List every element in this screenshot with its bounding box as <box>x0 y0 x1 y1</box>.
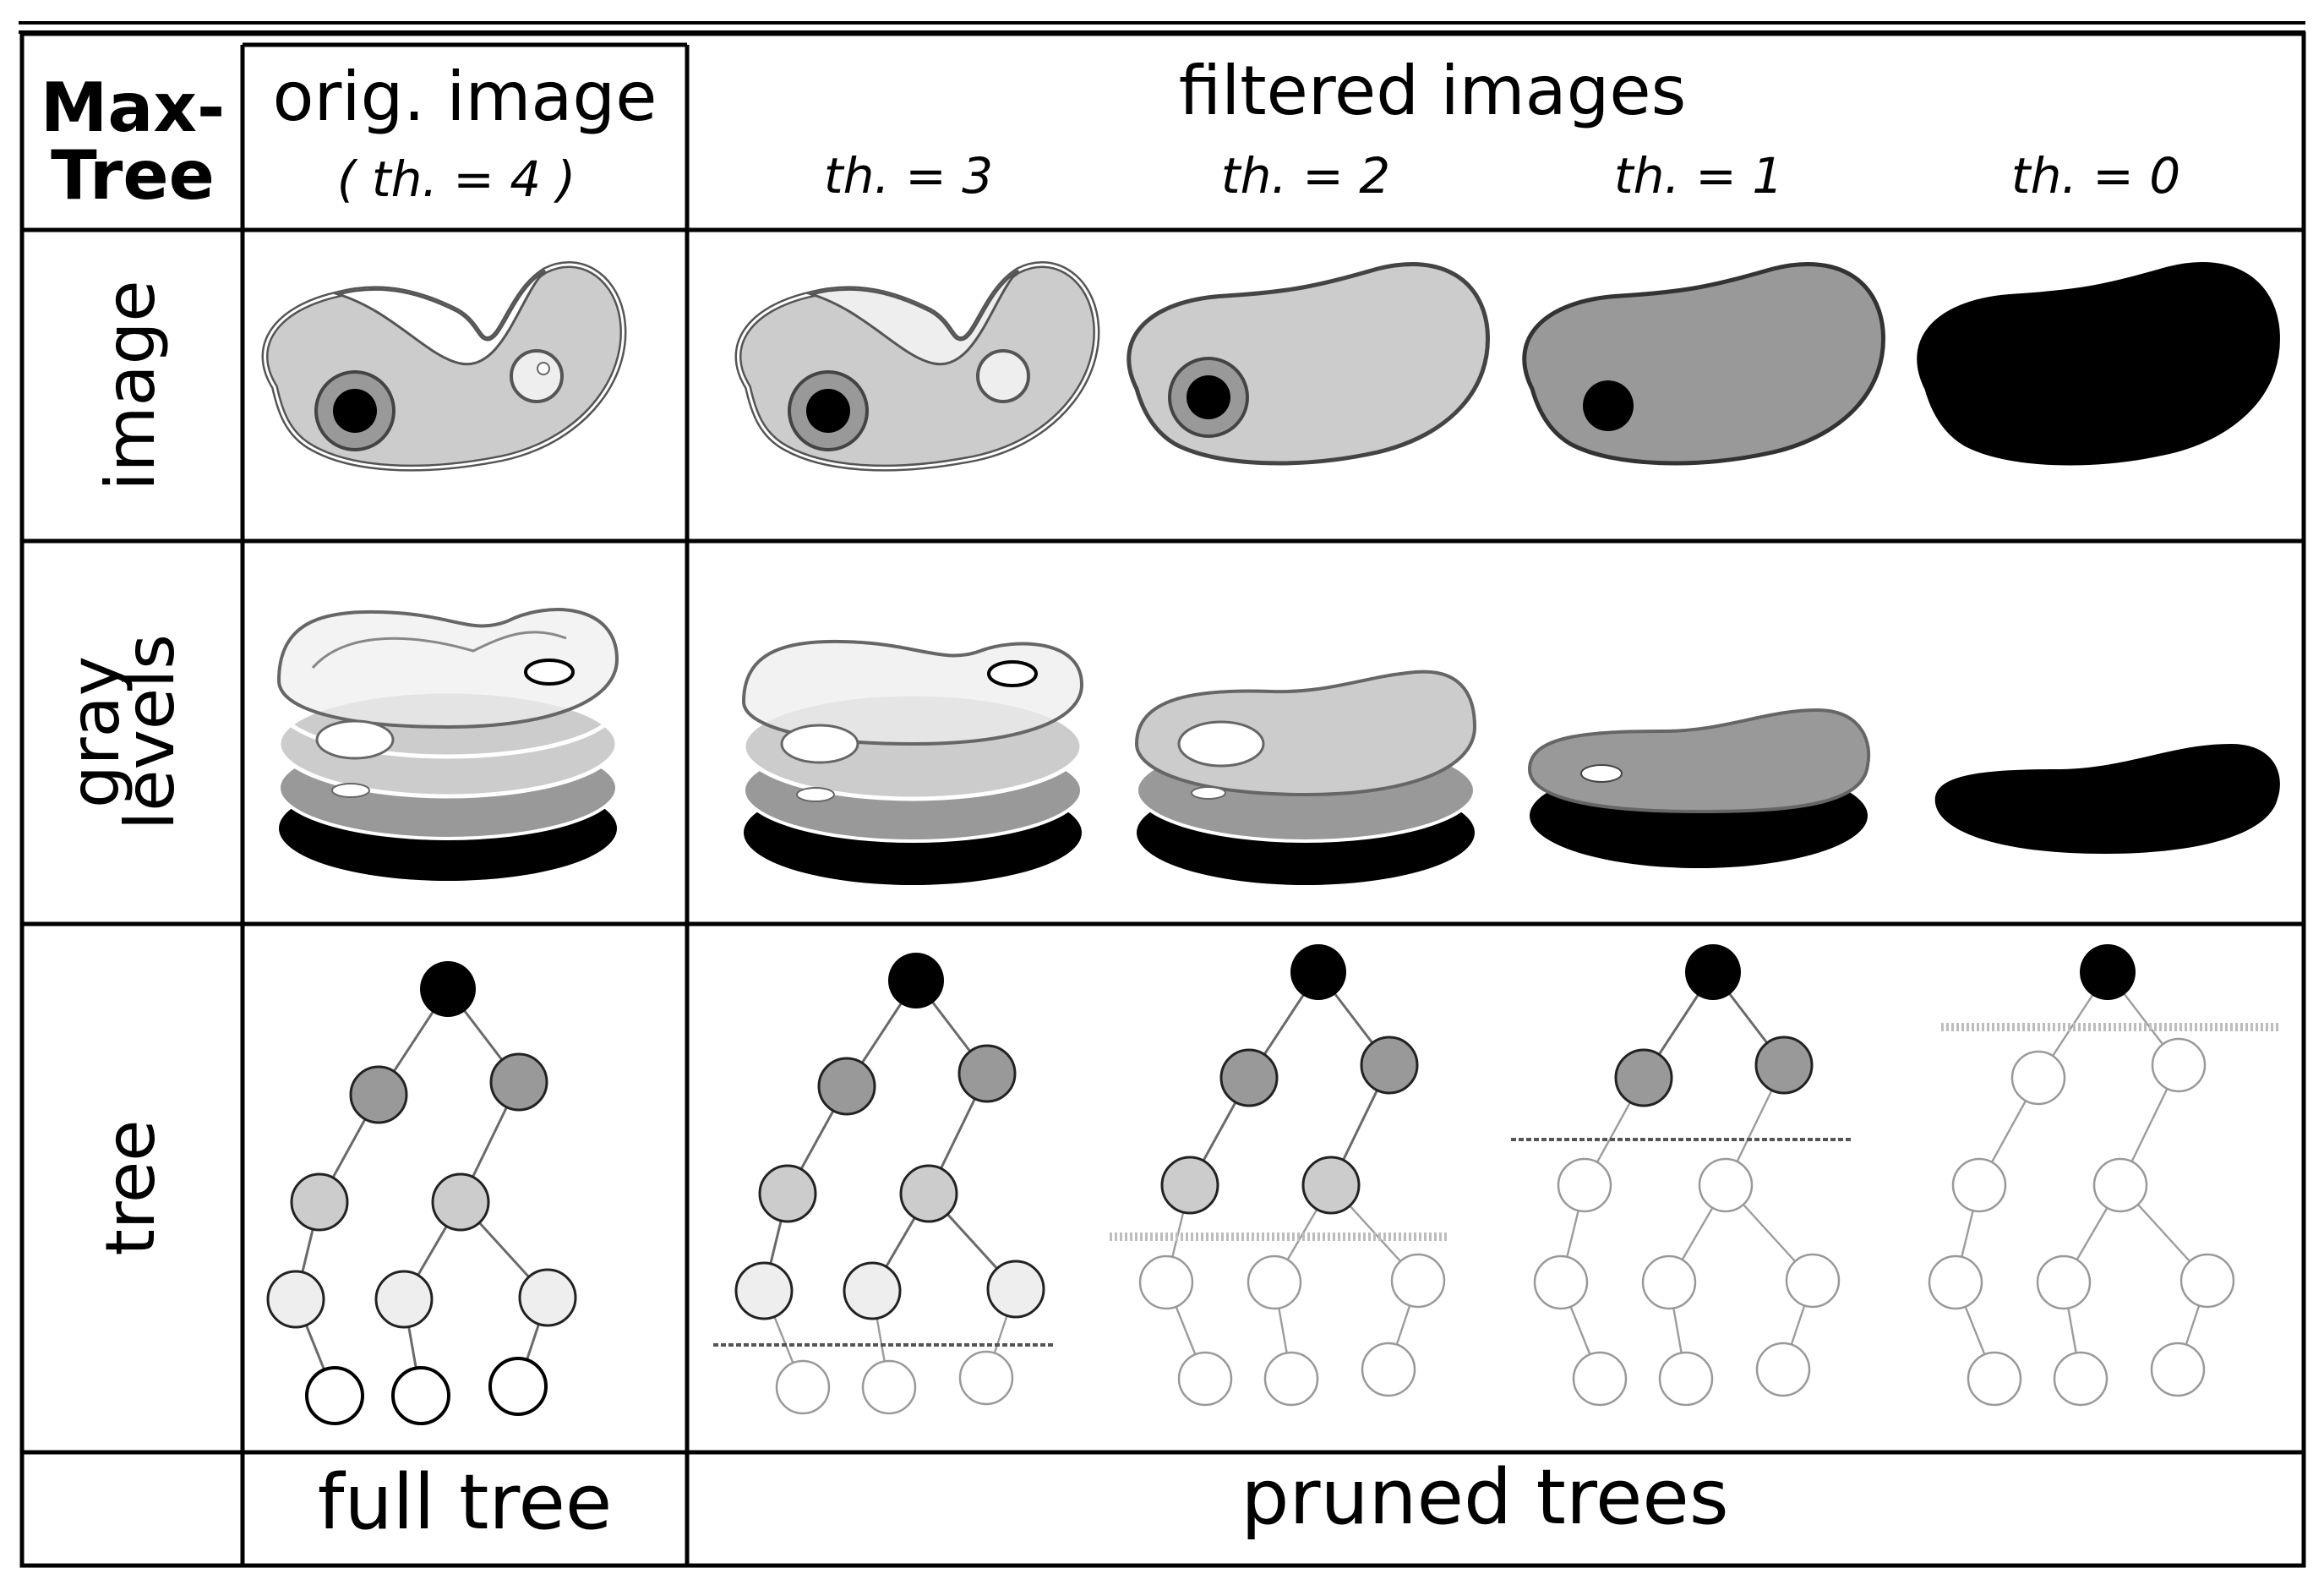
threshold-label-2: th. = 2 <box>1221 147 1390 205</box>
tree-node-l4 <box>305 1366 364 1425</box>
image-th1 <box>1525 265 1884 463</box>
tree-node-l3 <box>518 1268 577 1327</box>
stack-th1 <box>1527 708 1871 868</box>
tree-node-l1 <box>1360 1036 1419 1095</box>
pruned-node <box>958 1350 1014 1406</box>
tree-th0 <box>1928 944 2279 1407</box>
tree-node-l2 <box>1160 1156 1219 1215</box>
tree-node-l3 <box>266 1270 325 1329</box>
pruned-node <box>2179 1253 2235 1309</box>
table-frame <box>19 21 2306 1568</box>
pruned-node <box>2150 1342 2206 1397</box>
pruned-node <box>1533 1254 1589 1310</box>
image-th0 <box>1919 265 2278 463</box>
tree-node-l2 <box>758 1164 817 1223</box>
tree-node-l1 <box>957 1044 1017 1103</box>
pruned-node <box>2151 1037 2207 1093</box>
image-th3 <box>739 265 1097 468</box>
pruned-node <box>1755 1342 1811 1397</box>
threshold-label-0: th. = 0 <box>2011 147 2180 205</box>
footer-full-tree: full tree <box>318 1458 612 1547</box>
pruned-node <box>1572 1351 1628 1407</box>
row-label-tree: tree <box>91 1120 170 1256</box>
pruned-node <box>1263 1351 1319 1407</box>
gray-levels-row <box>276 608 2280 885</box>
pruned-node <box>1557 1157 1612 1213</box>
pruned-node <box>2010 1050 2066 1106</box>
tree-node-l1 <box>349 1065 408 1124</box>
tree-node-l1 <box>817 1057 876 1116</box>
tree-th1 <box>1511 944 1851 1407</box>
tree-th3 <box>713 953 1054 1415</box>
row-label-levels: levels <box>111 634 189 830</box>
tree-node-l3 <box>734 1261 794 1320</box>
tree-row <box>266 944 2279 1425</box>
pruned-node <box>1247 1254 1302 1310</box>
pruned-node <box>1177 1351 1233 1407</box>
tree-th2 <box>1110 944 1448 1407</box>
pruned-node <box>861 1359 917 1415</box>
pruned-node <box>775 1359 831 1415</box>
tree-node-l3 <box>986 1260 1045 1319</box>
header: Max- Tree orig. image ( th. = 4 ) filter… <box>41 52 2180 215</box>
tree-original <box>266 961 577 1425</box>
tree-node-l2 <box>431 1172 490 1232</box>
image-row <box>265 265 2278 468</box>
footer-pruned-trees: pruned trees <box>1241 1453 1728 1542</box>
image-th2 <box>1129 265 1488 463</box>
corner-label-max: Max- <box>41 68 225 147</box>
tree-node-l2 <box>1301 1156 1361 1215</box>
tree-node-l1 <box>1614 1048 1673 1107</box>
stack-th0 <box>1934 744 2280 854</box>
tree-node-root <box>888 953 944 1008</box>
tree-node-l2 <box>899 1164 958 1223</box>
table-outline <box>19 31 2306 1568</box>
tree-node-root <box>2080 944 2136 1000</box>
image-original <box>265 265 624 468</box>
pruned-node <box>1361 1342 1416 1397</box>
tree-edges <box>1188 971 1391 1186</box>
threshold-label-3: th. = 3 <box>824 147 993 205</box>
stack-th2 <box>1134 670 1477 885</box>
filtered-images-title: filtered images <box>1179 52 1687 130</box>
row-labels: image gray levels tree <box>56 280 189 1255</box>
tree-node-l1 <box>1754 1036 1814 1095</box>
pruned-node <box>2092 1157 2148 1213</box>
orig-image-title: orig. image <box>273 57 657 136</box>
orig-threshold-label: ( th. = 4 ) <box>337 150 576 208</box>
tree-node-root <box>1685 944 1741 1000</box>
pruned-node <box>1951 1157 2007 1213</box>
tree-node-l4 <box>391 1366 450 1425</box>
pruned-node <box>1928 1254 1983 1310</box>
stack-original <box>276 608 619 881</box>
corner-label-tree: Tree <box>51 136 215 215</box>
pruned-node <box>1967 1351 2022 1407</box>
pruned-node <box>2053 1351 2109 1407</box>
pruned-node <box>1698 1157 1754 1213</box>
pruned-node <box>1138 1254 1194 1310</box>
tree-node-l1 <box>489 1052 548 1112</box>
tree-node-root <box>420 961 476 1017</box>
tree-node-root <box>1290 944 1346 1000</box>
footer: full tree pruned trees <box>318 1453 1729 1547</box>
row-label-gray: gray <box>56 656 134 808</box>
stack-th3 <box>741 639 1084 885</box>
tree-node-l3 <box>843 1261 902 1320</box>
tree-node-l1 <box>1219 1048 1279 1107</box>
tree-node-l3 <box>374 1270 434 1329</box>
threshold-label-1: th. = 1 <box>1614 147 1783 205</box>
tree-node-l4 <box>488 1357 548 1416</box>
pruned-node <box>2036 1254 2092 1310</box>
row-label-image: image <box>91 280 170 490</box>
pruned-edges <box>1559 1064 1814 1380</box>
pruned-node <box>1785 1253 1841 1309</box>
tree-edges <box>762 980 1017 1292</box>
pruned-node <box>1641 1254 1697 1310</box>
tree-node-l2 <box>290 1172 349 1232</box>
pruned-node <box>1658 1351 1714 1407</box>
pruned-node <box>1390 1253 1446 1309</box>
